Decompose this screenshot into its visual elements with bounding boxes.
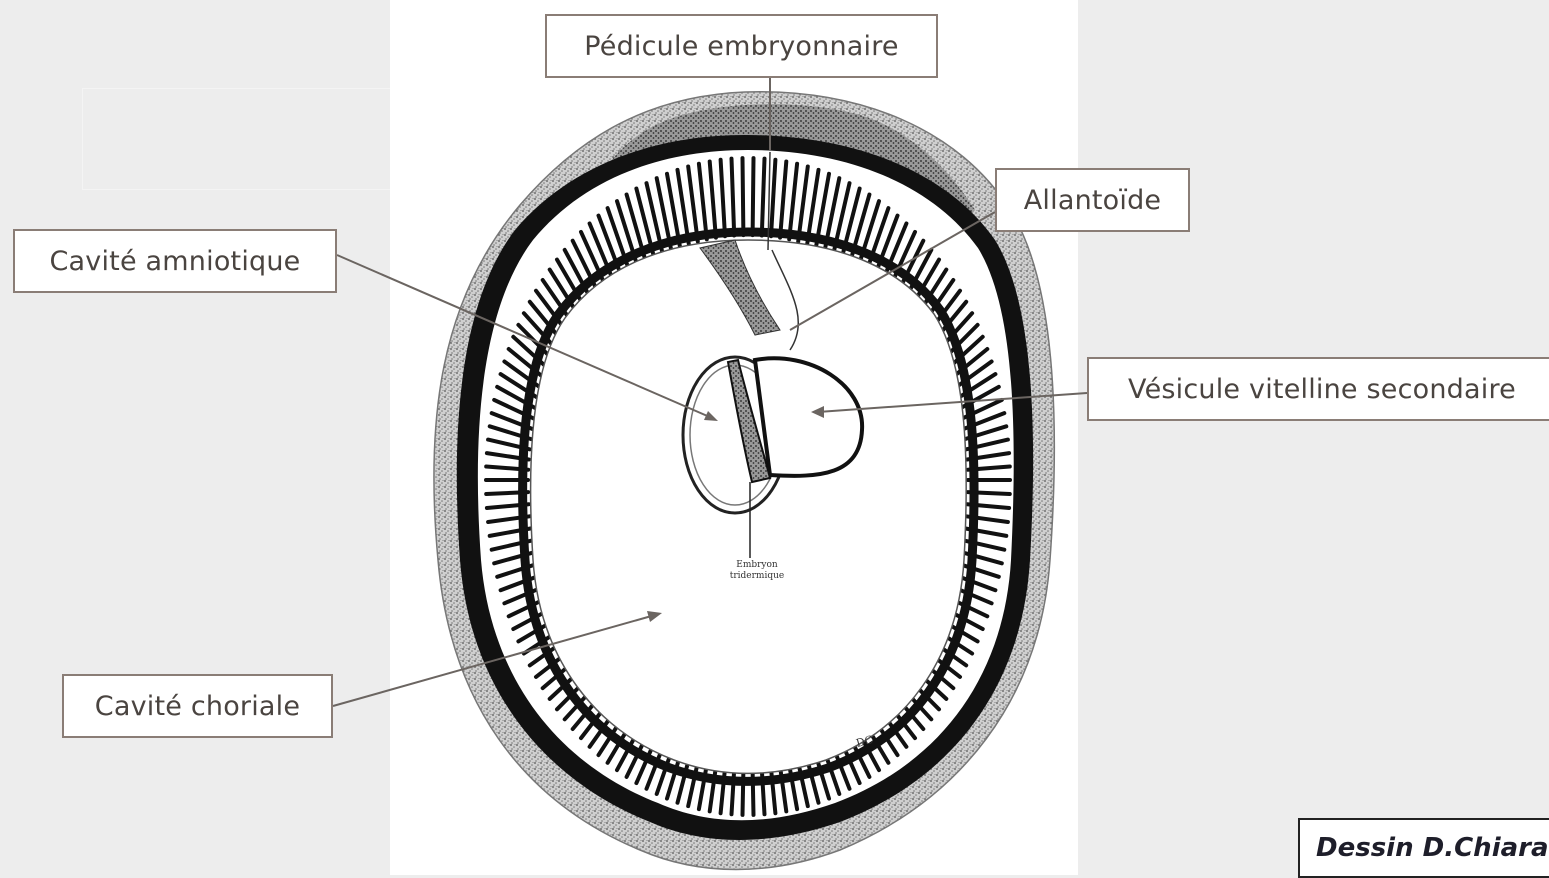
label-vesicule-vitelline: Vésicule vitelline secondaire — [1087, 357, 1549, 421]
label-cavite-choriale: Cavité choriale — [62, 674, 333, 738]
label-allantoide: Allantoïde — [995, 168, 1190, 232]
villus — [743, 770, 744, 815]
villus — [732, 159, 735, 236]
villus — [753, 770, 754, 815]
embryon-annotation-line1: Embryon — [712, 560, 802, 571]
villus — [732, 769, 735, 814]
villus — [743, 158, 744, 235]
villus — [753, 158, 754, 235]
label-pedicule-embryonnaire: Pédicule embryonnaire — [545, 14, 938, 78]
label-cavite-amniotique: Cavité amniotique — [13, 229, 337, 293]
drawing-credit: Dessin D.Chiara — [1298, 818, 1549, 878]
villus — [762, 769, 765, 814]
villus — [762, 159, 765, 236]
embryon-annotation: Embryon tridermique — [712, 560, 802, 582]
embryon-annotation-line2: tridermique — [712, 571, 802, 582]
